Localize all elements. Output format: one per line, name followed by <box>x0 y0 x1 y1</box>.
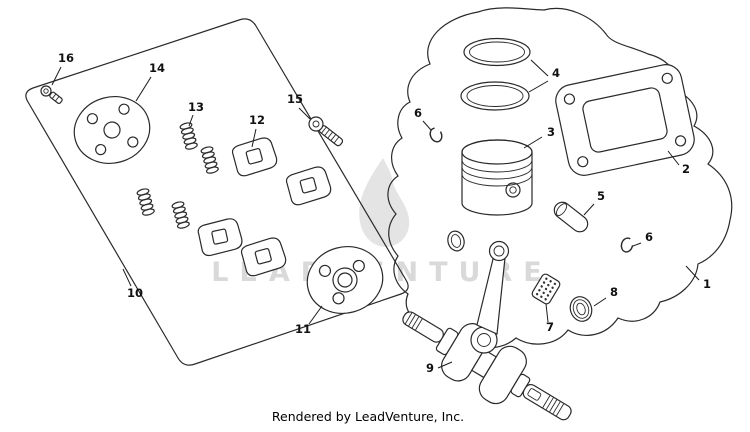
callout-12: 12 <box>249 113 265 148</box>
case-hole-ring <box>447 230 465 252</box>
wrist-pin-5 <box>553 201 589 233</box>
retaining-clip-6 <box>619 236 635 254</box>
callout-label: 14 <box>149 61 165 75</box>
callout-10: 10 <box>122 268 143 300</box>
callout-6-right: 6 <box>632 230 653 247</box>
callout-4: 4 <box>528 59 560 93</box>
callout-label: 1 <box>703 277 711 291</box>
bolt-16 <box>40 85 63 104</box>
spring <box>199 145 220 175</box>
clutch-shoe <box>284 164 334 208</box>
piston-rings-4 <box>460 37 531 111</box>
clutch-shoe-12 <box>230 135 280 179</box>
footer-credit: Rendered by LeadVenture, Inc. <box>272 409 464 424</box>
callout-label: 10 <box>127 286 143 300</box>
callout-7: 7 <box>545 303 554 334</box>
callout-label: 7 <box>546 320 554 334</box>
needle-bearing-7 <box>531 273 561 305</box>
spring-13 <box>178 121 199 151</box>
crankcase-outline-1 <box>387 7 733 349</box>
callout-5: 5 <box>583 189 605 216</box>
callout-14: 14 <box>135 61 165 102</box>
callout-label: 9 <box>426 361 434 375</box>
seal-8 <box>569 296 593 322</box>
clutch-plate-11 <box>306 246 384 314</box>
callout-label: 6 <box>645 230 653 244</box>
connecting-rod <box>470 240 510 354</box>
flange-plate-14 <box>73 96 151 164</box>
callout-label: 2 <box>682 162 690 176</box>
callout-label: 4 <box>552 66 560 80</box>
callout-label: 11 <box>295 322 311 336</box>
callout-label: 8 <box>610 285 618 299</box>
callout-label: 15 <box>287 92 303 106</box>
callout-label: 13 <box>188 100 204 114</box>
watermark-flame-icon <box>359 158 410 247</box>
callout-label: 3 <box>547 125 555 139</box>
bolt-15 <box>308 116 344 147</box>
callout-9: 9 <box>426 361 453 375</box>
callout-label: 12 <box>249 113 265 127</box>
callout-2: 2 <box>667 150 690 176</box>
piston-3 <box>461 139 533 216</box>
callout-11: 11 <box>295 305 323 336</box>
callout-13: 13 <box>188 100 204 127</box>
callout-1: 1 <box>685 265 711 291</box>
spring <box>170 200 191 230</box>
callout-16: 16 <box>51 51 74 86</box>
clutch-shoe <box>196 216 245 258</box>
gasket-2 <box>555 64 695 176</box>
spring <box>135 187 156 217</box>
callout-label: 16 <box>58 51 74 65</box>
callout-15: 15 <box>287 92 311 120</box>
clutch-panel-outline <box>25 18 409 366</box>
callout-label: 6 <box>414 106 422 120</box>
callout-label: 5 <box>597 189 605 203</box>
callout-3: 3 <box>523 125 555 149</box>
callout-8: 8 <box>593 285 618 307</box>
callout-6-left: 6 <box>414 106 432 131</box>
